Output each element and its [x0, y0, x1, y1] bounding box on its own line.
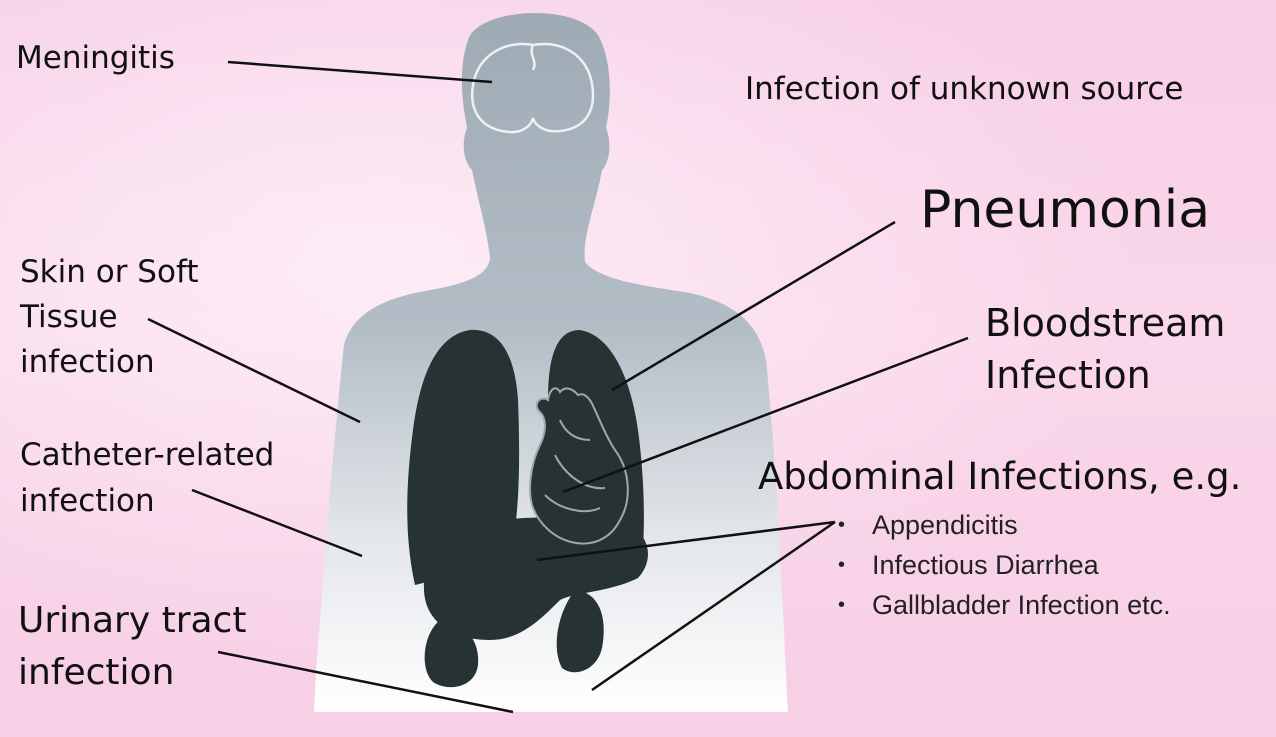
skin-soft-tissue-line-1: Skin or Soft — [20, 250, 198, 295]
catheter-related-label: Catheter-related infection — [20, 432, 274, 524]
meningitis-leader — [228, 62, 492, 82]
pneumonia-label: Pneumonia — [920, 180, 1210, 241]
bloodstream-label: Bloodstream Infection — [985, 297, 1225, 401]
list-item: •Appendicitis — [838, 505, 1171, 545]
list-item: •Gallbladder Infection etc. — [838, 585, 1171, 625]
unknown-source-label: Infection of unknown source — [745, 71, 1183, 108]
catheter-line-1: Catheter-related — [20, 432, 274, 478]
abdominal-infections-list: •Appendicitis •Infectious Diarrhea •Gall… — [838, 505, 1171, 625]
list-item: •Infectious Diarrhea — [838, 545, 1171, 585]
skin-soft-tissue-line-2: Tissue — [20, 295, 198, 340]
catheter-line-2: infection — [20, 478, 274, 524]
meningitis-label: Meningitis — [16, 40, 175, 77]
abdominal-infections-label: Abdominal Infections, e.g. — [758, 455, 1241, 499]
bloodstream-line-2: Infection — [985, 349, 1225, 401]
skin-soft-tissue-line-3: infection — [20, 340, 198, 385]
urinary-line-2: infection — [18, 647, 246, 699]
skin-soft-tissue-label: Skin or Soft Tissue infection — [20, 250, 198, 385]
urinary-line-1: Urinary tract — [18, 595, 246, 647]
bloodstream-line-1: Bloodstream — [985, 297, 1225, 349]
urinary-tract-label: Urinary tract infection — [18, 595, 246, 699]
